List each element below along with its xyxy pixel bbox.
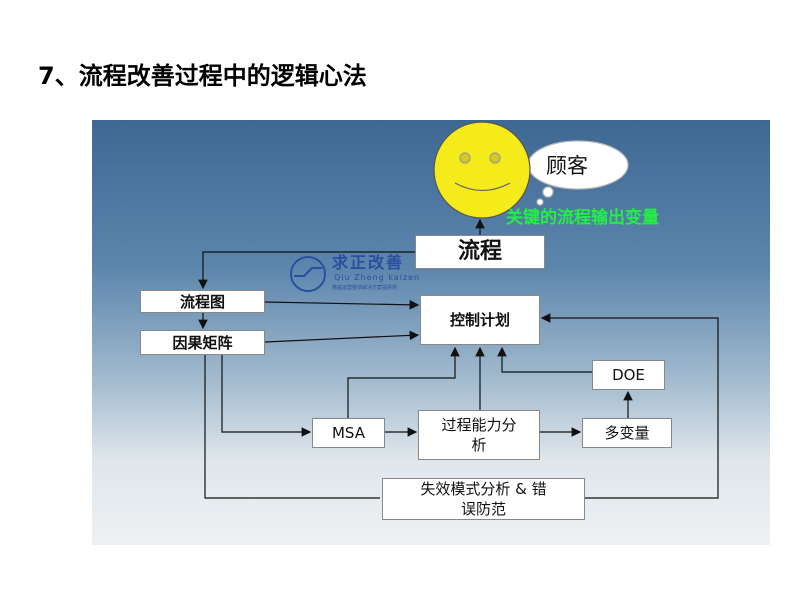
multivari-box: 多变量 bbox=[582, 418, 672, 448]
customer-label: 顾客 bbox=[546, 154, 588, 178]
doe-box: DOE bbox=[592, 360, 665, 390]
msa-box: MSA bbox=[312, 418, 385, 448]
kpov-label: 关键的流程输出变量 bbox=[506, 208, 659, 228]
control-plan-box: 控制计划 bbox=[420, 295, 540, 345]
watermark-logo: 求正改善 Qiu Zheng kaizen 精益运营整体解决方案提供商 bbox=[288, 254, 419, 298]
logo-icon bbox=[290, 256, 326, 292]
process-box: 流程 bbox=[415, 235, 545, 269]
fmea-box: 失效模式分析 & 错误防范 bbox=[382, 478, 585, 520]
capability-box: 过程能力分析 bbox=[418, 410, 540, 460]
slide-title: 7、流程改善过程中的逻辑心法 bbox=[38, 62, 367, 90]
thought-cloud bbox=[527, 140, 629, 206]
smiley-face-icon bbox=[433, 121, 531, 219]
watermark-name: 求正改善 bbox=[332, 253, 405, 272]
watermark-pinyin: Qiu Zheng kaizen bbox=[334, 273, 421, 282]
process-map-box: 流程图 bbox=[140, 290, 265, 313]
ce-matrix-box: 因果矩阵 bbox=[140, 330, 265, 355]
watermark-slogan: 精益运营整体解决方案提供商 bbox=[332, 285, 398, 291]
